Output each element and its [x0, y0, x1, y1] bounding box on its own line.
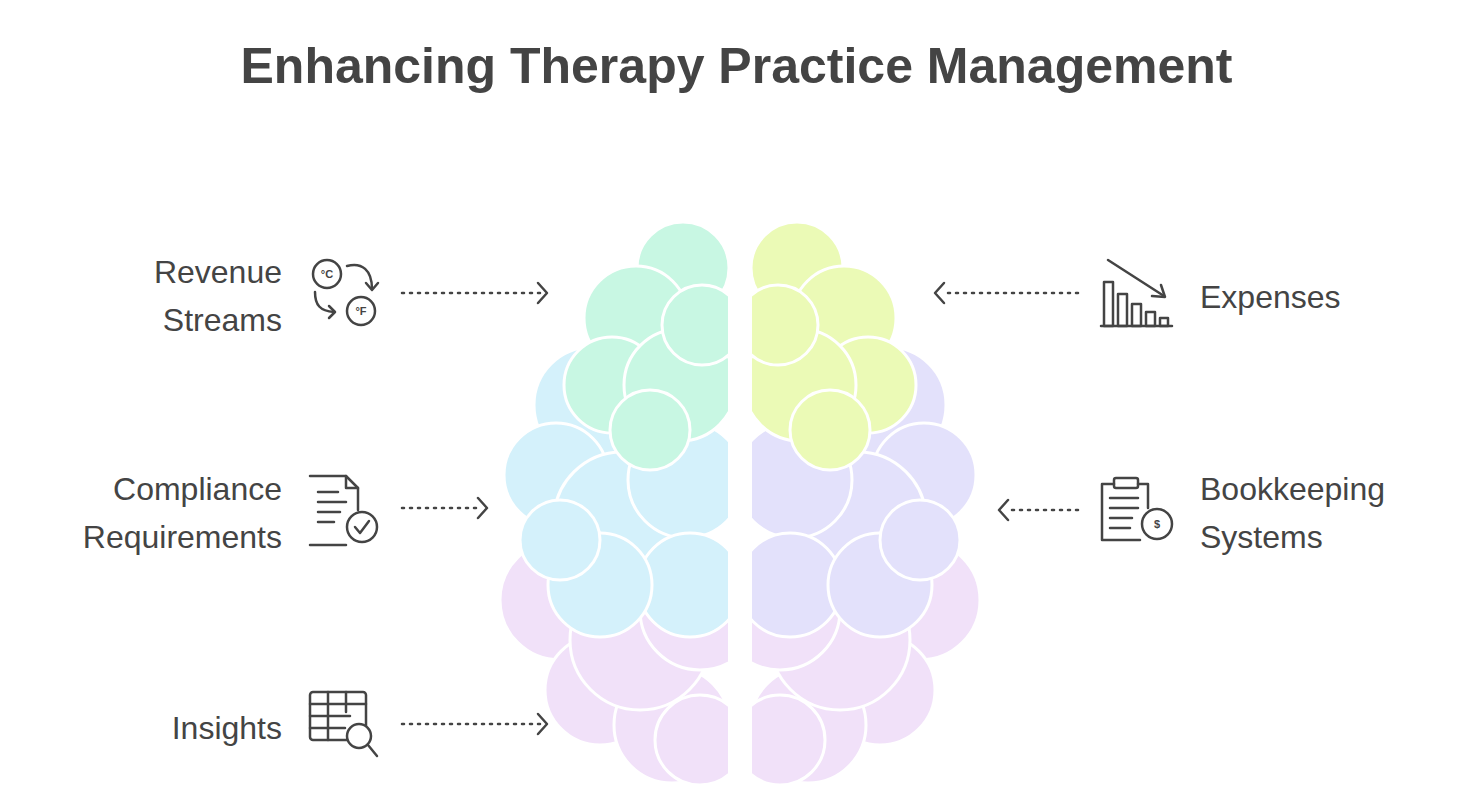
icons: [310, 260, 1172, 756]
brain-lobe: [564, 222, 728, 470]
brain-lobe: [752, 222, 916, 470]
brain-fold: [520, 500, 600, 580]
arrow-head: [999, 500, 1008, 520]
icon-glyph: °F: [355, 306, 366, 317]
revenue-icon: [313, 260, 378, 325]
brain-illustration: [500, 222, 980, 785]
brain-fold: [752, 695, 825, 785]
leader-arrows: [402, 283, 1078, 734]
category-label: Bookkeeping Systems: [1200, 465, 1420, 561]
leader-line: [942, 292, 1078, 295]
brain-hemisphere: [500, 222, 728, 785]
leader-line: [402, 292, 540, 295]
category-label: Insights: [82, 704, 282, 752]
icon-glyph: $: [1154, 519, 1160, 530]
arrow-head: [935, 283, 944, 303]
category-label: Revenue Streams: [112, 248, 282, 344]
arrow-head: [478, 498, 487, 518]
leader-line: [1006, 509, 1078, 512]
diagram-title: Enhancing Therapy Practice Management: [0, 36, 1473, 96]
insights-icon: [310, 692, 377, 756]
category-label: Expenses: [1200, 273, 1430, 321]
brain-fold: [610, 390, 690, 470]
icon-glyph: °C: [321, 269, 333, 280]
brain-hemisphere: [752, 222, 980, 785]
arrow-head: [538, 283, 547, 303]
category-label: Compliance Requirements: [52, 465, 282, 561]
expenses-icon: [1101, 260, 1172, 326]
arrow-head: [538, 714, 547, 734]
leader-line: [402, 723, 540, 726]
brain-fold: [790, 390, 870, 470]
leader-line: [402, 507, 480, 510]
compliance-icon: [310, 476, 377, 545]
bookkeeping-icon: [1102, 478, 1172, 540]
brain-fold: [655, 695, 728, 785]
brain-fold: [880, 500, 960, 580]
brain-fold: [752, 285, 818, 365]
brain-fold: [662, 285, 728, 365]
